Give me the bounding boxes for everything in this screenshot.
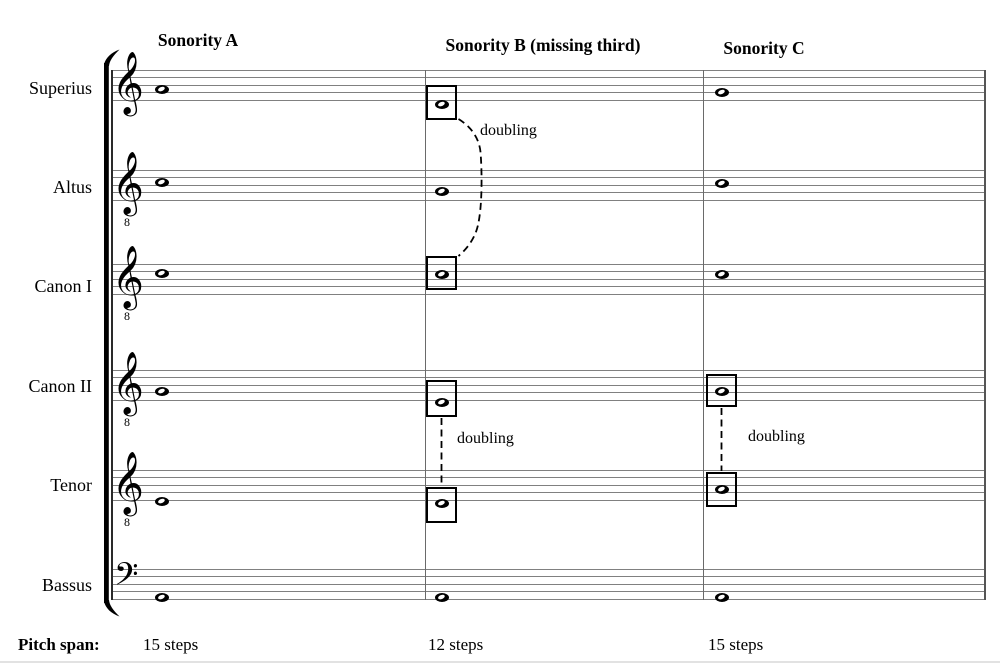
voice-label-tenor: Tenor [50,475,92,495]
staff-line [112,369,985,371]
doubling-box [706,374,737,407]
octave-8-mark: 8 [124,309,130,323]
doubling-connector [457,118,483,257]
staff-line [112,286,985,287]
staff-line [112,576,985,577]
doubling-label: doubling [480,122,537,139]
column-header-sonority-c: Sonority C [723,38,805,58]
whole-note [154,386,169,396]
pitch-span-value-a: 15 steps [143,635,199,654]
whole-note [154,84,169,94]
staff-line [112,92,985,93]
octave-8-mark: 8 [124,415,130,429]
voice-label-bassus: Bassus [41,575,92,595]
treble-clef-icon: 𝄞 [112,51,144,114]
staff-line [112,263,985,265]
whole-note [434,593,449,602]
whole-note [714,88,729,97]
staff-line [112,84,985,86]
whole-note [154,177,169,187]
staff-line [112,177,985,178]
staff-line [112,271,985,272]
bass-clef-icon: 𝄢 [114,556,139,600]
voice-label-superius: Superius [29,78,92,98]
whole-note [714,178,729,188]
voice-label-canon-ii: Canon II [28,376,92,396]
left-barline [111,70,113,600]
whole-note [434,398,449,407]
doubling-label: doubling [748,428,805,445]
staff-line [112,77,985,78]
treble-clef-icon: 𝄞 [112,351,144,414]
staff-line [112,484,985,486]
staff-line [112,583,985,585]
whole-note [434,99,449,109]
doubling-label: doubling [457,430,514,447]
staff-line [112,69,985,71]
octave-8-mark: 8 [124,215,130,229]
whole-note [154,593,169,602]
column-header-sonority-b: Sonority B (missing third) [445,35,641,55]
column-separator-b [424,70,426,600]
column-header-sonority-a: Sonority A [157,30,239,50]
staff-line [112,199,985,201]
octave-8-mark: 8 [124,515,130,529]
whole-note [154,497,169,506]
pitch-span-value-b: 12 steps [428,635,484,654]
staff-line [112,192,985,193]
whole-note [434,186,449,196]
staff-line [112,591,985,592]
final-barline [984,70,986,600]
voice-label-canon-i: Canon I [34,276,93,296]
staff-line [112,278,985,280]
treble-clef-icon: 𝄞 [112,451,144,514]
staff-line [112,568,985,570]
doubling-box [426,487,457,523]
whole-note [714,269,729,279]
staff-line [112,492,985,493]
system-bracket-icon [104,49,120,617]
treble-clef-icon: 𝄞 [112,245,144,308]
whole-note [714,485,729,494]
doubling-box [426,256,457,290]
staff-line [112,399,985,401]
staff-line [112,384,985,386]
doubling-box [706,472,737,507]
doubling-box [426,380,457,417]
staff-line [112,99,985,101]
whole-note [714,593,729,602]
staff-line [112,598,985,600]
staff-line [112,477,985,478]
staff-line [112,169,985,171]
whole-note [434,498,449,508]
whole-note [434,270,449,279]
whole-note [714,386,729,396]
staff-line [112,392,985,393]
pitch-span-label: Pitch span: [18,635,100,654]
voice-label-altus: Altus [52,177,92,197]
bottom-rule [0,661,1000,663]
column-separator-c [702,70,704,600]
pitch-span-value-c: 15 steps [708,635,764,654]
staff-line [112,469,985,471]
doubling-box [426,85,457,120]
staff-line [112,184,985,186]
whole-note [154,269,169,278]
treble-clef-icon: 𝄞 [112,151,144,214]
staff-line [112,377,985,378]
staff-line [112,293,985,295]
staff-line [112,499,985,501]
